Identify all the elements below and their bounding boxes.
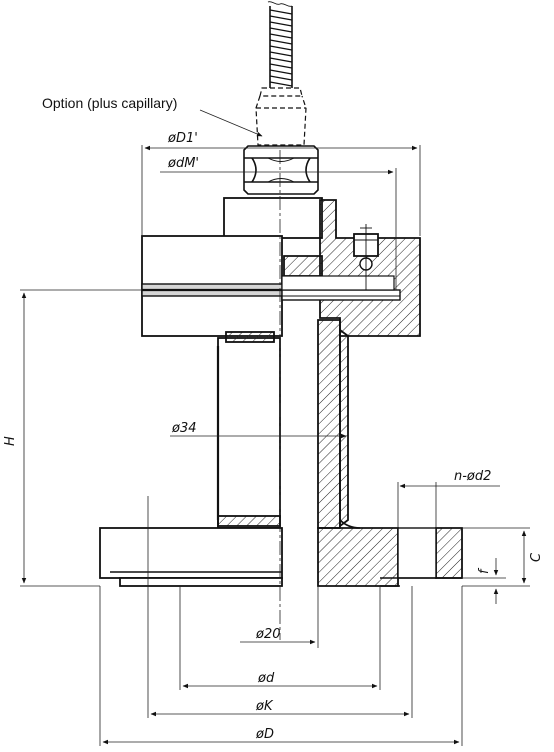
dimension-d: ød bbox=[257, 671, 275, 686]
dimension-big-d: øD bbox=[255, 727, 274, 742]
upper-housing bbox=[141, 197, 323, 337]
dimension-dia34: ø34 bbox=[171, 421, 197, 436]
thread-lines bbox=[269, 9, 293, 87]
dimension-n-d2: n-ød2 bbox=[454, 469, 491, 484]
dimension-d1-prime: øD1' bbox=[167, 131, 198, 146]
dimension-h: H bbox=[3, 436, 18, 446]
neck-tube bbox=[216, 319, 349, 529]
dimension-dm-prime: ødM' bbox=[167, 156, 199, 171]
base-flange bbox=[99, 519, 463, 587]
upper-section-right bbox=[281, 199, 421, 337]
dimension-k: øK bbox=[255, 699, 274, 714]
hex-nut bbox=[243, 145, 319, 195]
option-fitting bbox=[255, 87, 307, 146]
dimension-c: C bbox=[529, 552, 544, 562]
capillary-thread bbox=[267, 1, 293, 88]
dimension-f: f bbox=[477, 567, 492, 574]
option-label: Option (plus capillary) bbox=[42, 95, 177, 111]
dimension-lines bbox=[20, 109, 530, 746]
dimension-dia20: ø20 bbox=[255, 627, 281, 642]
